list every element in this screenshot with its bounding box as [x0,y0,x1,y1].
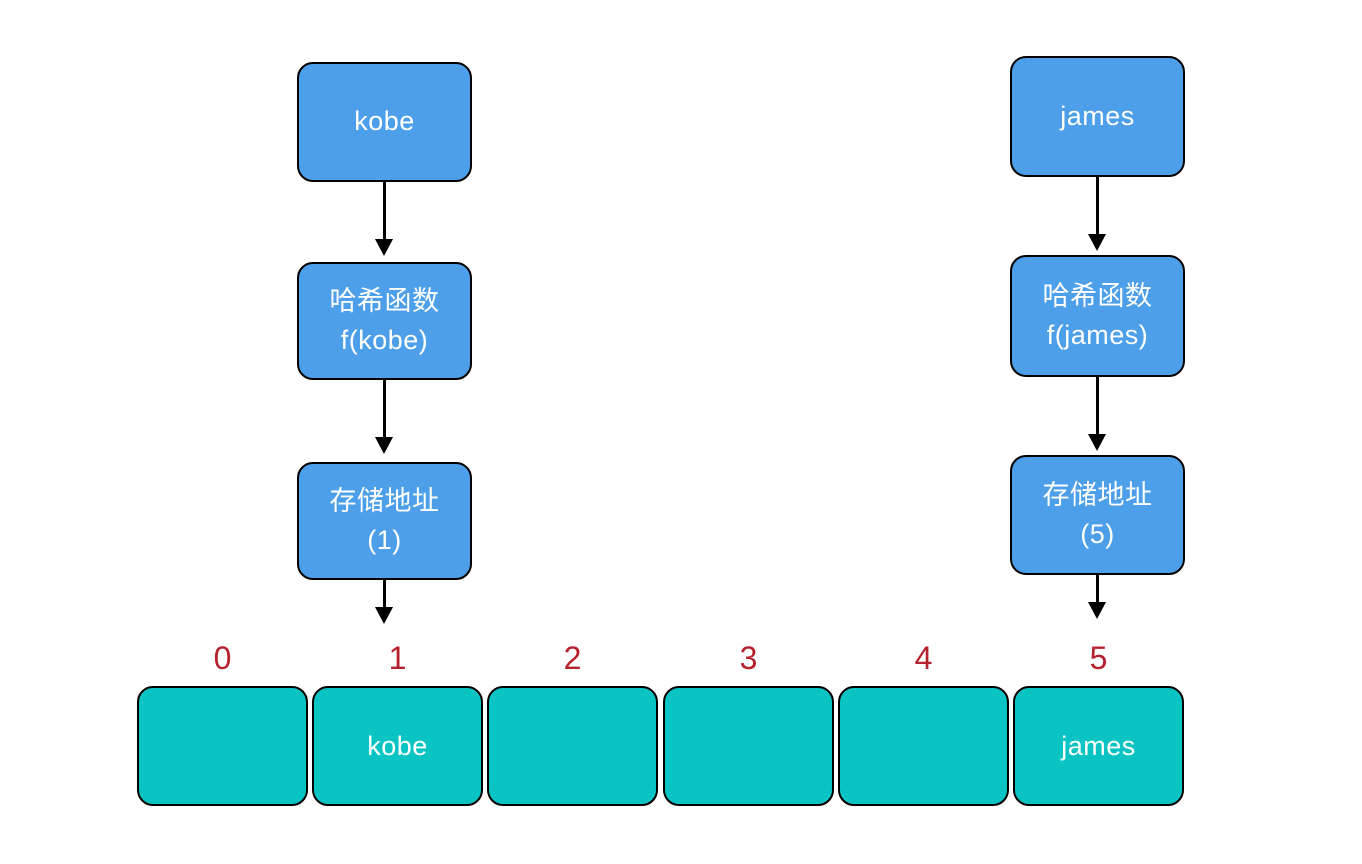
array-cell-0 [137,686,308,806]
arrow-kobe-to-hash [383,182,386,240]
hash-node-kobe-line1: 哈希函数 [329,285,440,316]
key-node-james-label: james [1060,100,1135,131]
address-node-kobe: 存储地址 (1) [297,462,472,580]
array-index-1: 1 [388,639,407,676]
hash-node-kobe-line2: f(kobe) [340,325,429,355]
key-node-kobe-label: kobe [354,106,415,137]
arrow-james-to-hash [1096,177,1099,235]
hash-node-james-line2: f(james) [1046,320,1149,350]
array-index-4: 4 [914,639,933,676]
address-node-kobe-line1: 存储地址 [329,485,440,516]
array-index-2: 2 [563,639,582,676]
hash-node-kobe: 哈希函数 f(kobe) [297,262,472,380]
hash-node-james-line1: 哈希函数 [1042,280,1153,311]
array-index-5: 5 [1089,639,1108,676]
array-cell-2 [487,686,658,806]
array-cell-1: kobe [312,686,483,806]
array-cell-5: james [1013,686,1184,806]
array-cell-3 [663,686,834,806]
key-node-kobe: kobe [297,62,472,182]
array-index-3: 3 [739,639,758,676]
address-node-james: 存储地址 (5) [1010,455,1185,575]
arrow-address-to-slot-5 [1096,575,1099,603]
hash-node-james: 哈希函数 f(james) [1010,255,1185,377]
arrow-hash-to-address-kobe [383,380,386,438]
key-node-james: james [1010,56,1185,177]
address-node-kobe-line2: (1) [367,525,402,555]
array-cell-4 [838,686,1009,806]
arrow-address-to-slot-1 [383,580,386,608]
address-node-james-line1: 存储地址 [1042,479,1153,510]
array-index-0: 0 [213,639,232,676]
address-node-james-line2: (5) [1080,519,1115,549]
arrow-hash-to-address-james [1096,377,1099,435]
